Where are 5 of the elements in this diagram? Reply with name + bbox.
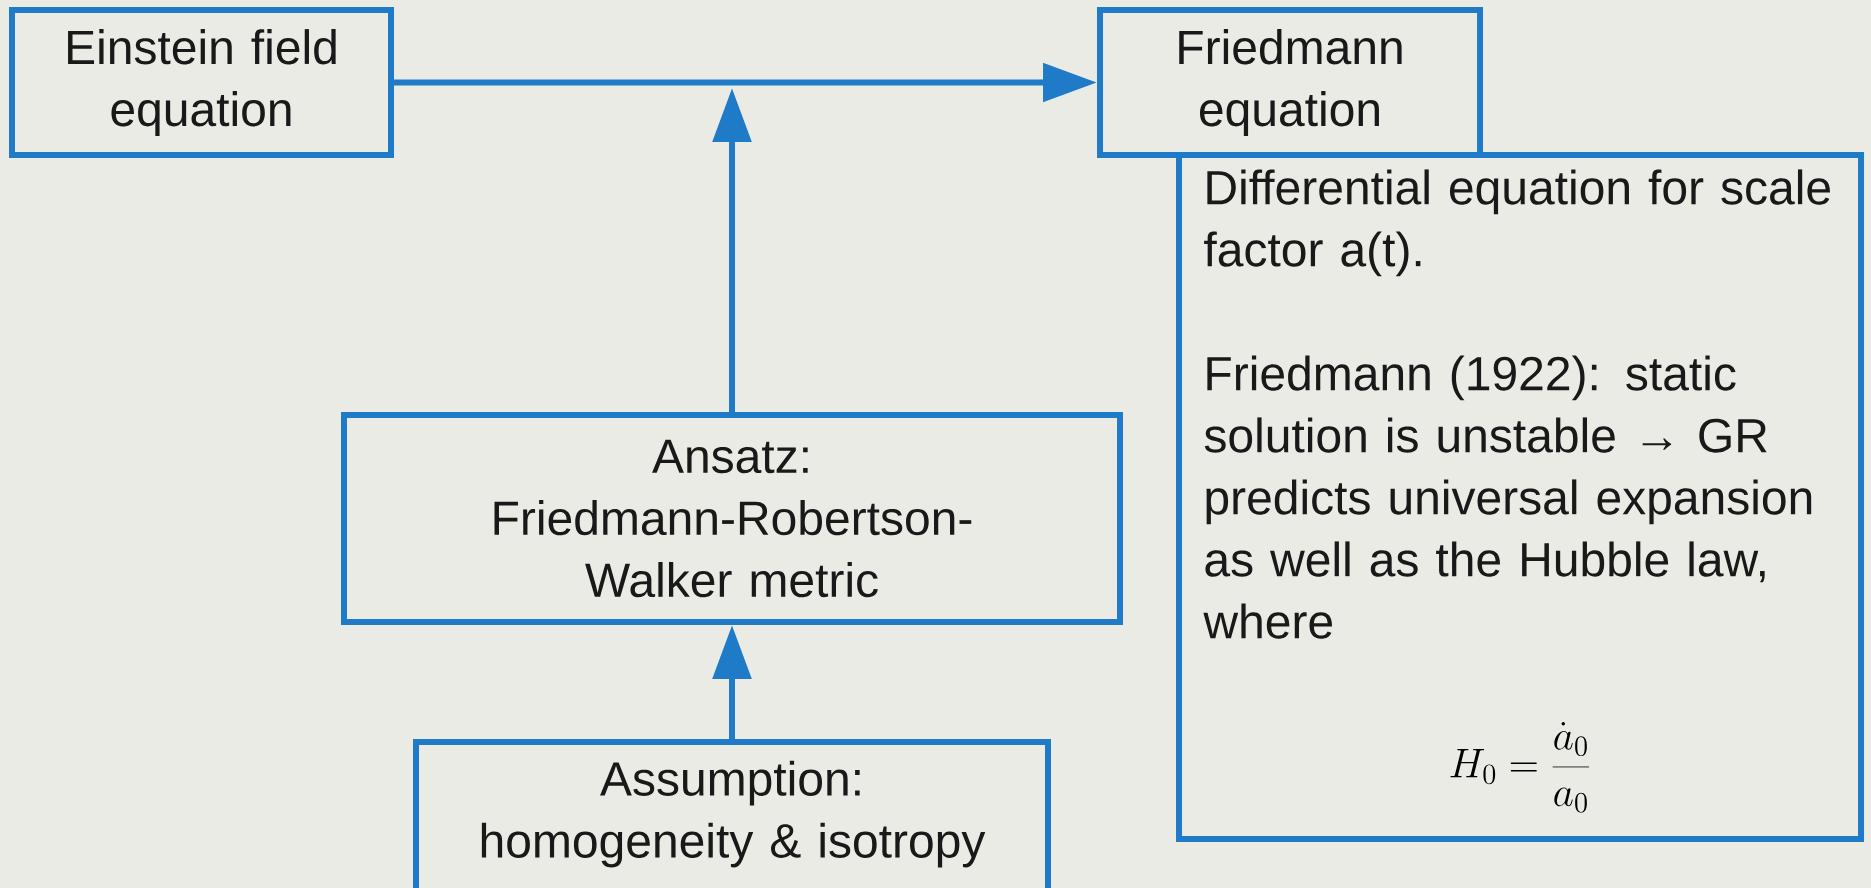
process-box: Friedmann equation — [1097, 7, 1484, 158]
process-box: Assumption: homogeneity & isotropy — [413, 739, 1051, 888]
process-box: Ansatz: Friedmann-Robertson-Walker metric — [341, 412, 1123, 625]
text-box: Differential equation for scale factor a(t). Friedmann (1922): static solution is unstable → GR predicts universal expansion as well as the Hubble law, where $H_0=\frac{\dot{a}_0}{a_0}$ — [1176, 152, 1865, 842]
process-box: Einstein field equation — [9, 7, 394, 158]
